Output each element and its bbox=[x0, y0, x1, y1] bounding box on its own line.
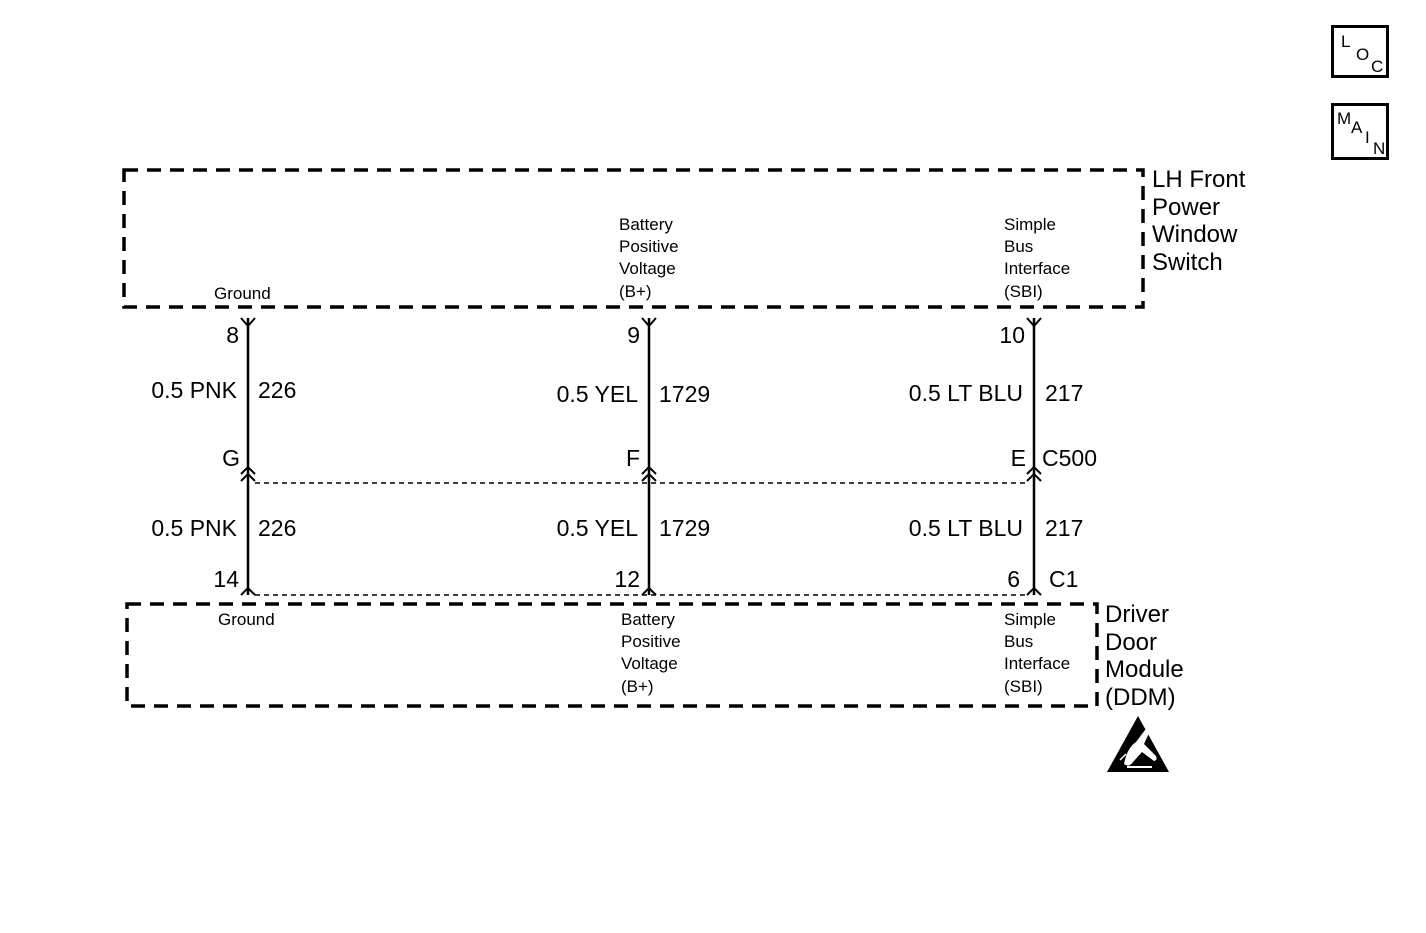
lower-wire-circuit-battery: 1729 bbox=[659, 515, 710, 541]
lower-terminal-ground bbox=[240, 586, 256, 596]
main-letter-a: A bbox=[1351, 118, 1363, 137]
c500-terminal-battery bbox=[641, 465, 657, 482]
lower-sbi-line-4: (SBI) bbox=[1004, 677, 1043, 696]
lower-component-box bbox=[125, 602, 1099, 708]
lower-sbi-line-1: Simple bbox=[1004, 610, 1056, 629]
upper-pin-function-ground: Ground bbox=[214, 284, 271, 303]
upper-pin-number-ground: 8 bbox=[226, 322, 239, 348]
c500-connector-name: C500 bbox=[1042, 445, 1097, 471]
lower-battery-line-3: Voltage bbox=[621, 654, 678, 673]
upper-sbi-line-1: Simple bbox=[1004, 215, 1056, 234]
loc-letter-o: O bbox=[1356, 45, 1370, 64]
lower-sbi-line-2: Bus bbox=[1004, 632, 1033, 651]
upper-battery-line-2: Positive bbox=[619, 237, 679, 256]
lower-battery-line-4: (B+) bbox=[621, 677, 654, 696]
lower-pin-number-sbi: 6 bbox=[1007, 566, 1020, 592]
lower-name-line-1: Driver bbox=[1105, 601, 1169, 628]
main-button[interactable]: M A I N bbox=[1331, 103, 1389, 160]
lower-wire-color-sbi: 0.5 LT BLU bbox=[909, 515, 1023, 541]
upper-component-name: LH Front Power Window Switch bbox=[1152, 166, 1246, 276]
loc-button[interactable]: L O C bbox=[1331, 25, 1389, 78]
upper-component-box bbox=[122, 168, 1145, 309]
upper-pin-number-battery: 9 bbox=[627, 322, 640, 348]
upper-battery-line-3: Voltage bbox=[619, 259, 676, 278]
upper-wire-color-ground: 0.5 PNK bbox=[151, 377, 237, 403]
upper-wire-circuit-ground: 226 bbox=[258, 377, 296, 403]
loc-letter-l: L bbox=[1341, 32, 1351, 51]
upper-battery-line-1: Battery bbox=[619, 215, 673, 234]
c500-terminal-sbi bbox=[1026, 465, 1042, 482]
lower-terminal-sbi bbox=[1026, 586, 1042, 596]
upper-sbi-line-2: Bus bbox=[1004, 237, 1033, 256]
main-letter-n: N bbox=[1373, 139, 1386, 158]
lower-pin-function-sbi: Simple Bus Interface (SBI) bbox=[1004, 610, 1070, 696]
loc-letter-c: C bbox=[1371, 57, 1384, 76]
c500-cavity-f: F bbox=[626, 445, 640, 471]
upper-wire-color-battery: 0.5 YEL bbox=[557, 381, 639, 407]
lower-wire-color-battery: 0.5 YEL bbox=[557, 515, 639, 541]
upper-pin-function-battery: Battery Positive Voltage (B+) bbox=[619, 215, 679, 301]
c1-connector-name: C1 bbox=[1049, 566, 1078, 592]
lower-terminal-battery bbox=[641, 586, 657, 596]
upper-sbi-line-4: (SBI) bbox=[1004, 282, 1043, 301]
lower-wire-circuit-sbi: 217 bbox=[1045, 515, 1083, 541]
esd-sensitive-icon bbox=[1107, 716, 1169, 772]
lower-sbi-line-3: Interface bbox=[1004, 654, 1070, 673]
lower-component-name: Driver Door Module (DDM) bbox=[1105, 601, 1184, 711]
upper-pin-function-sbi: Simple Bus Interface (SBI) bbox=[1004, 215, 1070, 301]
lower-pin-function-battery: Battery Positive Voltage (B+) bbox=[621, 610, 681, 696]
lower-wire-color-ground: 0.5 PNK bbox=[151, 515, 237, 541]
upper-name-line-2: Power bbox=[1152, 194, 1220, 221]
lower-name-line-2: Door bbox=[1105, 629, 1157, 656]
upper-sbi-line-3: Interface bbox=[1004, 259, 1070, 278]
lower-battery-line-2: Positive bbox=[621, 632, 681, 651]
lower-pin-number-ground: 14 bbox=[213, 566, 239, 592]
lower-name-line-3: Module bbox=[1105, 656, 1184, 683]
c500-terminal-ground bbox=[240, 465, 256, 482]
upper-wire-color-sbi: 0.5 LT BLU bbox=[909, 380, 1023, 406]
upper-battery-line-4: (B+) bbox=[619, 282, 652, 301]
lower-pin-number-battery: 12 bbox=[614, 566, 640, 592]
lower-battery-line-1: Battery bbox=[621, 610, 675, 629]
lower-name-line-4: (DDM) bbox=[1105, 684, 1176, 711]
upper-name-line-3: Window bbox=[1152, 221, 1238, 248]
upper-pin-number-sbi: 10 bbox=[999, 322, 1025, 348]
lower-pin-function-ground: Ground bbox=[218, 610, 275, 629]
c500-cavity-e: E bbox=[1011, 445, 1026, 471]
main-letter-i: I bbox=[1365, 128, 1370, 147]
upper-name-line-1: LH Front bbox=[1152, 166, 1246, 193]
main-letter-m: M bbox=[1337, 109, 1352, 128]
upper-wire-circuit-sbi: 217 bbox=[1045, 380, 1083, 406]
lower-wire-circuit-ground: 226 bbox=[258, 515, 296, 541]
c500-cavity-g: G bbox=[222, 445, 240, 471]
upper-name-line-4: Switch bbox=[1152, 249, 1223, 276]
upper-wire-circuit-battery: 1729 bbox=[659, 381, 710, 407]
